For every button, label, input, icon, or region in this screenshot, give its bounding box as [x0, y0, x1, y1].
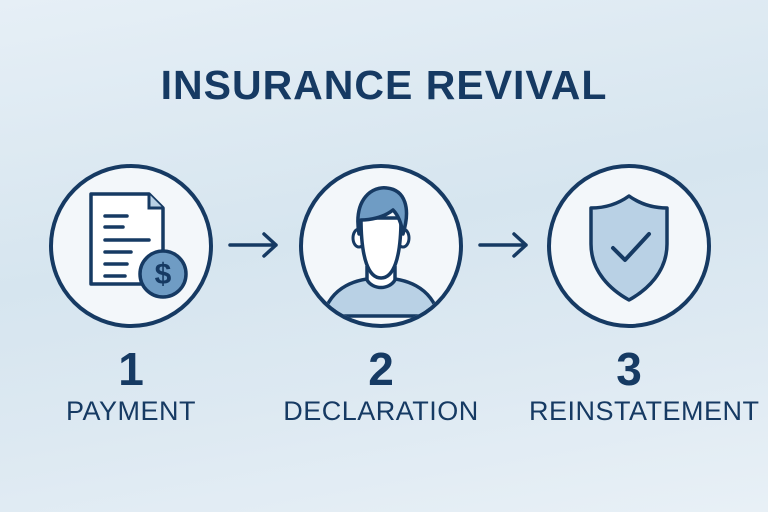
arrow-right-icon [478, 232, 528, 258]
document-dollar-icon: $ [89, 192, 188, 299]
step-reinstatement: 3 REINSTATEMENT [529, 164, 760, 427]
arrow-right-icon [228, 232, 278, 258]
person-icon [320, 186, 442, 318]
step-declaration: 2 DECLARATION [281, 164, 481, 427]
step-number: 3 [616, 343, 642, 395]
svg-text:$: $ [155, 258, 172, 291]
step-label: DECLARATION [283, 396, 479, 426]
step-circle [299, 164, 463, 328]
step-circle [547, 164, 711, 328]
step-label: REINSTATEMENT [529, 396, 760, 426]
step-number: 1 [118, 343, 144, 395]
step-label: PAYMENT [65, 396, 196, 426]
step-number: 2 [368, 343, 394, 395]
page-title: INSURANCE REVIVAL [160, 62, 608, 108]
step-circle: $ [49, 164, 213, 328]
shield-check-icon [589, 194, 669, 302]
step-payment: $ 1 PAYMENT [31, 164, 231, 427]
